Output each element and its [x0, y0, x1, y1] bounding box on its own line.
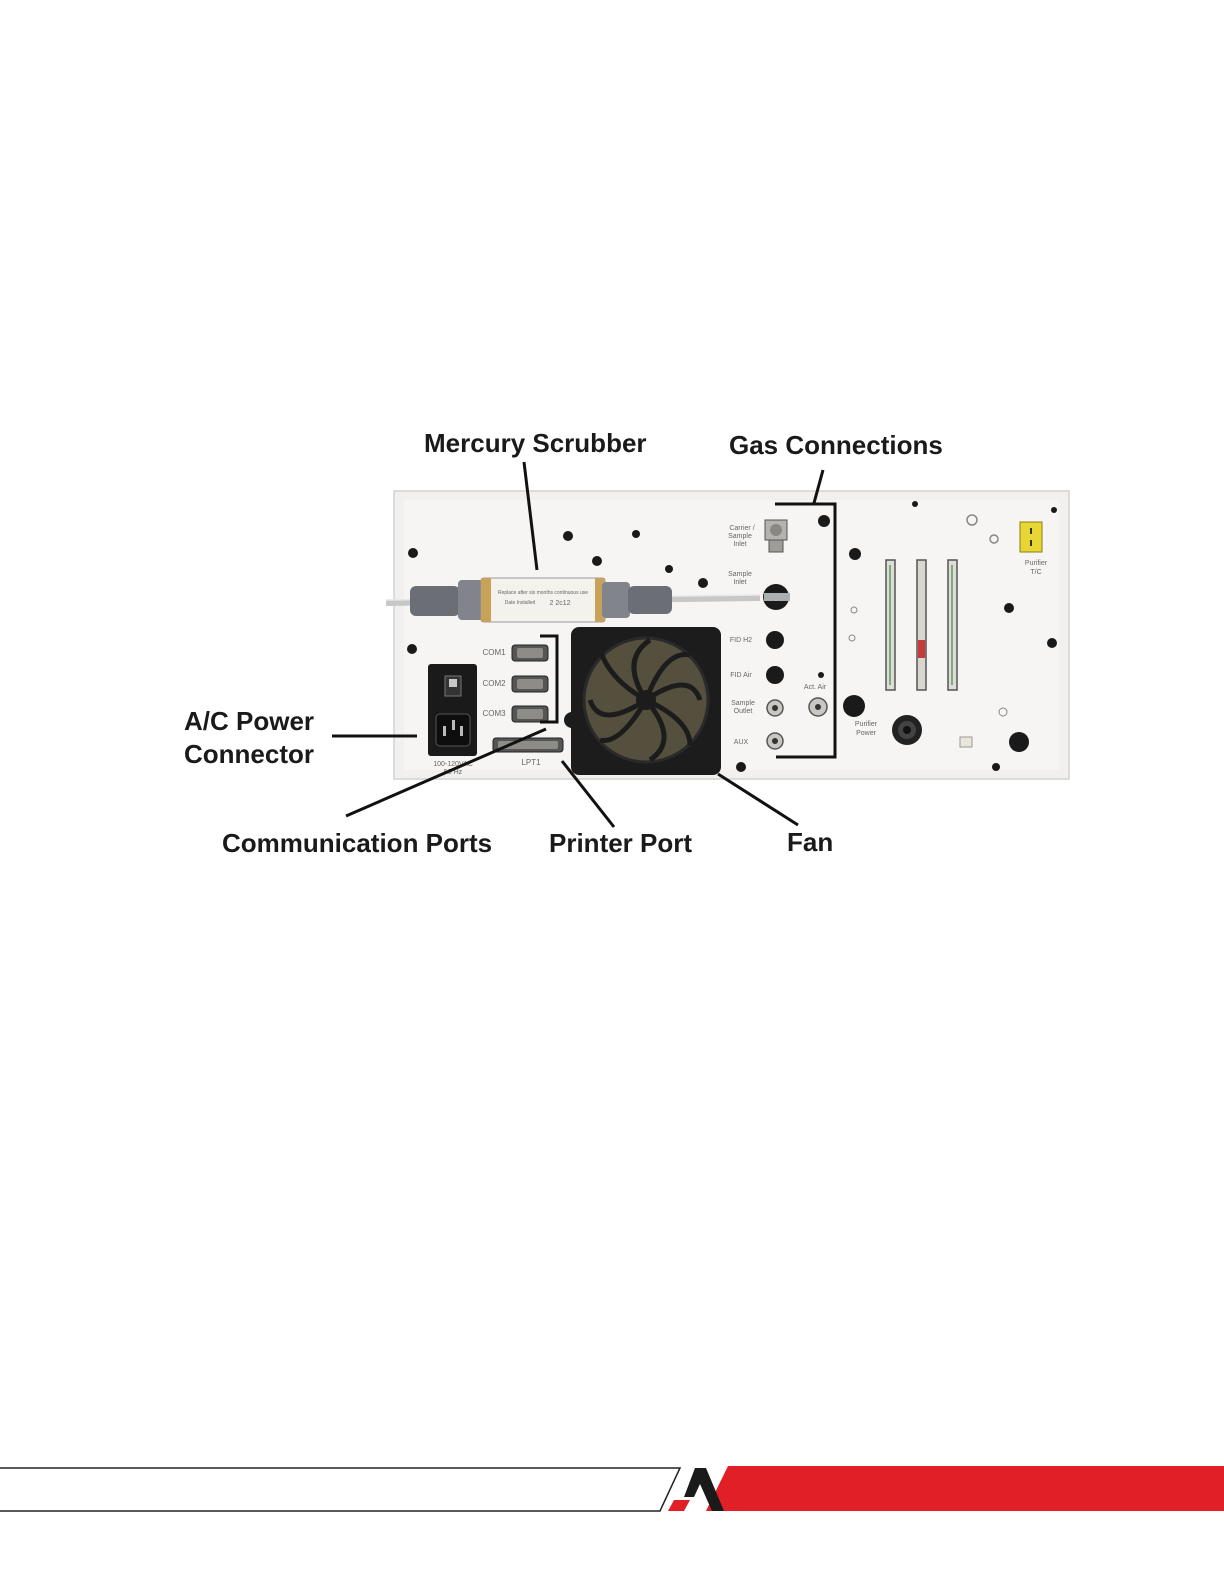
com2-label: COM2 — [482, 679, 506, 688]
ac-power-callout-line1: A/C Power — [184, 705, 314, 737]
fid-air-label: FID Air — [730, 672, 752, 679]
scrubber-label-line2: Date Installed — [505, 600, 536, 606]
carrier-sample-inlet-label-line2: Sample — [728, 533, 752, 540]
lpt1-label: LPT1 — [521, 758, 541, 767]
act-air-label: Act. Air — [804, 684, 827, 691]
gas-connections-callout: Gas Connections — [729, 429, 943, 461]
purifier-tc-label-line1: Purifier — [1025, 560, 1048, 567]
sample-inlet-label-line1: Sample — [728, 571, 752, 578]
ac-power-callout-line2: Connector — [184, 738, 314, 770]
fan — [564, 627, 721, 775]
sample-inlet-label-line2: Inlet — [733, 579, 746, 586]
sample-outlet-label-line1: Sample — [731, 700, 755, 707]
scrubber-label-line1: Replace after six months continuous use — [498, 590, 588, 596]
printer-port-callout: Printer Port — [549, 827, 692, 859]
purifier-tc-connector — [1020, 522, 1042, 552]
com3-label: COM3 — [482, 709, 506, 718]
carrier-sample-inlet-label-line3: Inlet — [733, 541, 746, 548]
communication-ports-callout: Communication Ports — [222, 827, 492, 859]
fan-callout: Fan — [787, 826, 833, 858]
purifier-tc-label-line2: T/C — [1030, 569, 1041, 576]
purifier-power-label-line1: Purifier — [855, 721, 878, 728]
com1-label: COM1 — [482, 648, 506, 657]
scrubber-date: 2 2c12 — [549, 600, 570, 607]
footer-banner — [0, 1466, 1224, 1511]
fid-h2-label: FID H2 — [730, 637, 752, 644]
carrier-sample-inlet-label-line1: Carrier / — [729, 525, 754, 532]
mercury-scrubber-callout: Mercury Scrubber — [424, 427, 647, 459]
purifier-power-label-line2: Power — [856, 730, 877, 737]
aux-label: AUX — [734, 739, 749, 746]
sample-outlet-label-line2: Outlet — [734, 708, 753, 715]
